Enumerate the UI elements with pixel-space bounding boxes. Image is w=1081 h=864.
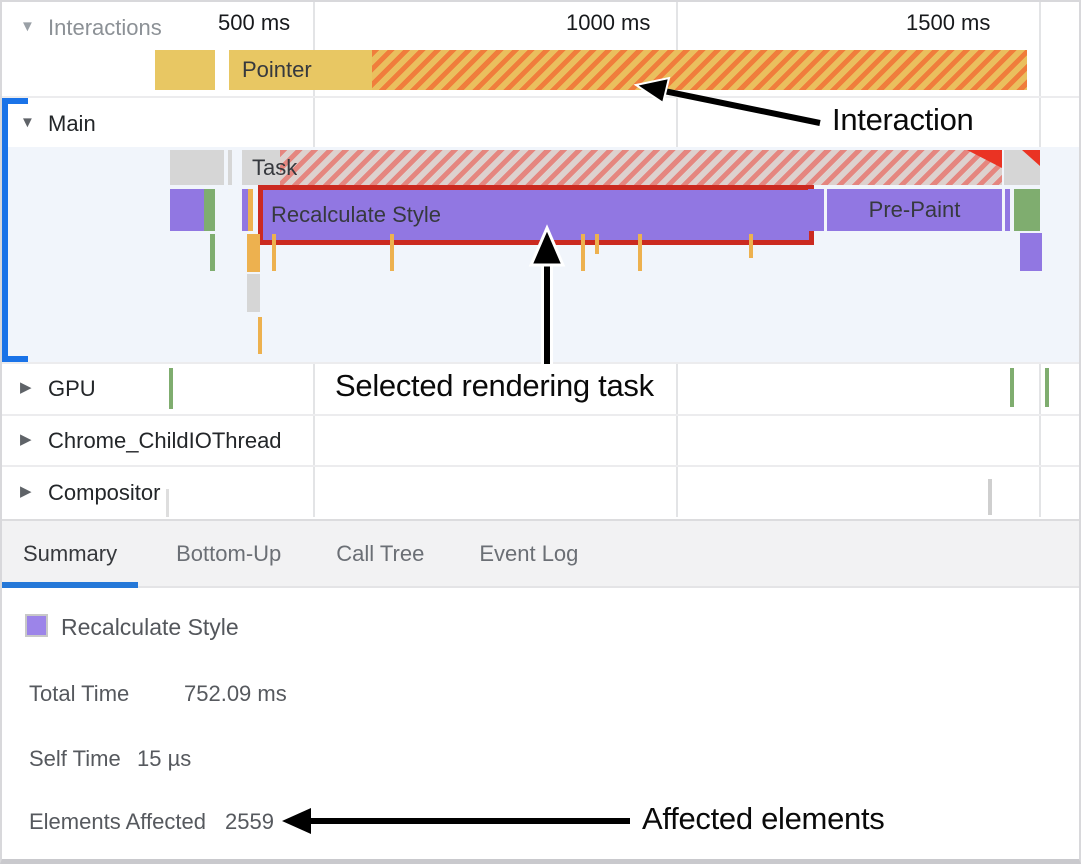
row-separator bbox=[2, 414, 1079, 416]
event-tick[interactable] bbox=[581, 234, 585, 271]
details-tab-bar: Summary Bottom-Up Call Tree Event Log bbox=[2, 519, 1079, 588]
event-tick[interactable] bbox=[595, 234, 599, 254]
tab-summary[interactable]: Summary bbox=[2, 521, 139, 588]
elements-affected-value: 2559 bbox=[225, 809, 274, 834]
active-tab-underline bbox=[2, 582, 139, 588]
style-event-sliver[interactable] bbox=[1005, 189, 1010, 231]
prepaint-label: Pre-Paint bbox=[868, 197, 961, 222]
annotation-selected-task: Selected rendering task bbox=[335, 368, 654, 403]
task-label: Task bbox=[252, 155, 298, 180]
expander-icon[interactable]: ▼ bbox=[20, 17, 35, 35]
row-separator bbox=[2, 96, 1079, 98]
summary-event-name: Recalculate Style bbox=[61, 614, 239, 640]
summary-panel: Recalculate Style Total Time 752.09 ms S… bbox=[2, 588, 1079, 859]
task-hatch bbox=[280, 150, 1002, 185]
interaction-hatch bbox=[372, 50, 1027, 90]
track-label-childio: Chrome_ChildIOThread bbox=[48, 428, 282, 454]
track-label-main: Main bbox=[48, 111, 96, 137]
track-header-interactions[interactable]: ▼ Interactions bbox=[20, 14, 162, 41]
recalculate-style-label: Recalculate Style bbox=[271, 202, 441, 227]
annotation-interaction: Interaction bbox=[832, 102, 974, 137]
pointer-label: Pointer bbox=[242, 57, 312, 82]
compositor-event-tick[interactable] bbox=[988, 479, 992, 515]
compositor-event-tick[interactable] bbox=[166, 489, 169, 517]
tab-call-tree-label: Call Tree bbox=[336, 540, 425, 566]
tab-call-tree[interactable]: Call Tree bbox=[315, 521, 445, 586]
ruler-tick-1500ms: 1500 ms bbox=[906, 10, 991, 35]
style-event-sliver[interactable] bbox=[242, 189, 248, 231]
event-tick[interactable] bbox=[258, 317, 262, 354]
track-header-compositor[interactable]: ▶ Compositor bbox=[20, 479, 160, 506]
track-header-main[interactable]: ▼ Main bbox=[20, 110, 96, 137]
track-header-childio[interactable]: ▶ Chrome_ChildIOThread bbox=[20, 427, 282, 454]
script-event-sliver[interactable] bbox=[248, 189, 253, 231]
task-bar-sliver[interactable] bbox=[228, 150, 232, 185]
style-event-bar[interactable] bbox=[1020, 233, 1042, 271]
task-bar-gray[interactable] bbox=[170, 150, 224, 185]
gpu-event-tick[interactable] bbox=[169, 368, 173, 409]
prepaint-bar[interactable]: Pre-Paint bbox=[827, 189, 1002, 231]
interaction-bar-small[interactable] bbox=[155, 50, 215, 90]
tab-summary-label: Summary bbox=[23, 540, 118, 566]
tab-bottom-up-label: Bottom-Up bbox=[176, 540, 282, 566]
expander-icon[interactable]: ▶ bbox=[20, 483, 32, 501]
tab-event-log[interactable]: Event Log bbox=[458, 521, 599, 586]
elements-affected-label: Elements Affected bbox=[29, 809, 206, 834]
expander-icon[interactable]: ▶ bbox=[20, 379, 32, 397]
track-label-interactions: Interactions bbox=[48, 15, 162, 41]
self-time-value: 15 µs bbox=[137, 746, 192, 771]
track-focus-bracket-bottom bbox=[2, 356, 28, 362]
event-tick[interactable] bbox=[749, 234, 753, 258]
track-focus-bracket-left bbox=[2, 98, 8, 362]
event-tick[interactable] bbox=[390, 234, 394, 271]
event-tick[interactable] bbox=[247, 234, 260, 272]
style-event-bar[interactable] bbox=[808, 189, 824, 231]
event-bar-gray[interactable] bbox=[247, 274, 260, 312]
paint-event-bar[interactable] bbox=[204, 189, 215, 231]
self-time-label: Self Time bbox=[29, 746, 121, 771]
tab-event-log-label: Event Log bbox=[479, 540, 579, 566]
row-separator bbox=[2, 362, 1079, 364]
paint-event-bar[interactable] bbox=[1014, 189, 1040, 231]
event-tick[interactable] bbox=[210, 234, 215, 271]
gpu-event-tick[interactable] bbox=[1010, 368, 1014, 407]
ruler-tick-500ms: 500 ms bbox=[218, 10, 291, 35]
gpu-event-tick[interactable] bbox=[1045, 368, 1049, 407]
expander-icon[interactable]: ▼ bbox=[20, 113, 35, 131]
ruler-tick-1000ms: 1000 ms bbox=[566, 10, 651, 35]
expander-icon[interactable]: ▶ bbox=[20, 431, 32, 449]
total-time-value: 752.09 ms bbox=[184, 681, 287, 706]
task-bar-long[interactable]: Task bbox=[242, 150, 1002, 185]
track-label-gpu: GPU bbox=[48, 376, 96, 402]
event-tick[interactable] bbox=[272, 234, 276, 271]
row-separator bbox=[2, 465, 1079, 467]
tab-bottom-up[interactable]: Bottom-Up bbox=[155, 521, 302, 586]
annotation-affected-elements: Affected elements bbox=[642, 801, 885, 836]
total-time-label: Total Time bbox=[29, 681, 130, 706]
track-focus-bracket-top bbox=[2, 98, 28, 104]
flame-chart: 500 ms 1000 ms 1500 ms ▼ Interactions Poi… bbox=[2, 2, 1079, 519]
track-header-gpu[interactable]: ▶ GPU bbox=[20, 375, 96, 402]
selected-event-recalculate-style[interactable]: Recalculate Style bbox=[258, 185, 814, 245]
track-label-compositor: Compositor bbox=[48, 480, 161, 506]
event-tick[interactable] bbox=[638, 234, 642, 271]
style-event-bar[interactable] bbox=[170, 189, 204, 231]
event-color-swatch bbox=[25, 614, 48, 637]
interaction-bar-pointer[interactable]: Pointer bbox=[229, 50, 1027, 90]
